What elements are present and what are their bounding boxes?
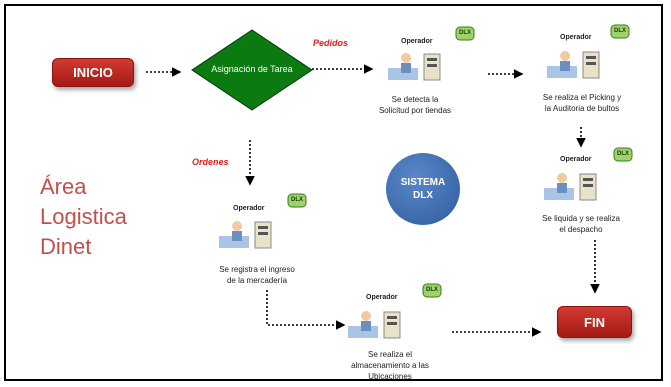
dlx-label: DLX [426,287,438,293]
caption-line: almacenamiento a las [351,361,429,370]
sistema-dlx-circle: SISTEMA DLX [386,153,460,225]
operator-label: Operador [560,34,592,41]
decision-diamond [191,29,313,111]
dlx-database-icon [422,283,442,298]
step-caption: Se realiza el almacenamiento a las Ubica… [340,349,440,382]
dlx-label: DLX [617,151,629,157]
start-button: INICIO [52,58,134,87]
step-caption: Se detecta la Solicitud por tiendas [360,94,470,116]
dlx-database-icon [455,26,475,41]
dlx-database-icon [613,147,633,162]
caption-line: Se registra el ingreso [219,265,295,274]
caption-line: Solicitud por tiendas [378,106,452,115]
sistema-line1: SISTEMA [400,177,446,188]
end-button: FIN [557,306,632,338]
caption-line: Se liquida y se realiza [542,214,620,223]
caption-line: Se realiza el [367,350,413,359]
step-caption: Se liquida y se realiza el despacho [522,213,640,235]
operator-workstation-icon [544,173,597,201]
caption-line: la Auditoria de bultos [544,104,620,113]
dlx-label: DLX [614,28,626,34]
dlx-label: DLX [459,30,471,36]
caption-line: Se detecta la [391,95,439,104]
operator-workstation-icon [388,53,441,81]
operator-workstation-icon [348,311,401,339]
operator-label: Operador [401,38,433,45]
caption-line: de la mercadería [226,276,288,285]
area-title-line2: Logistica [40,204,127,229]
caption-line: Se realiza el Picking y [542,93,622,102]
operator-label: Operador [560,156,592,163]
operator-workstation-icon [547,51,600,79]
flow-label-ordenes: Ordenes [192,157,229,167]
decision-label: Asignación de Tarea [211,64,293,74]
operator-workstation-icon [219,221,272,249]
sistema-line2: DLX [413,190,433,201]
step-caption: Se realiza el Picking y la Auditoria de … [520,92,644,114]
dlx-database-icon [610,24,630,39]
area-title-line3: Dinet [40,234,92,259]
flow-label-pedidos: Pedidos [313,38,349,48]
area-title-line1: Área [40,174,87,199]
arrow-step4-to-step5 [266,290,346,330]
area-title: Área Logistica Dinet [40,172,127,262]
operator-label: Operador [233,205,265,212]
caption-line: Ubicaciones [368,372,412,381]
step-caption: Se registra el ingreso de la mercadería [195,264,319,286]
end-label: FIN [584,314,605,330]
caption-line: el despacho [559,225,603,234]
dlx-database-icon [287,193,307,208]
operator-label: Operador [366,294,398,301]
dlx-label: DLX [291,197,303,203]
start-label: INICIO [73,65,113,80]
